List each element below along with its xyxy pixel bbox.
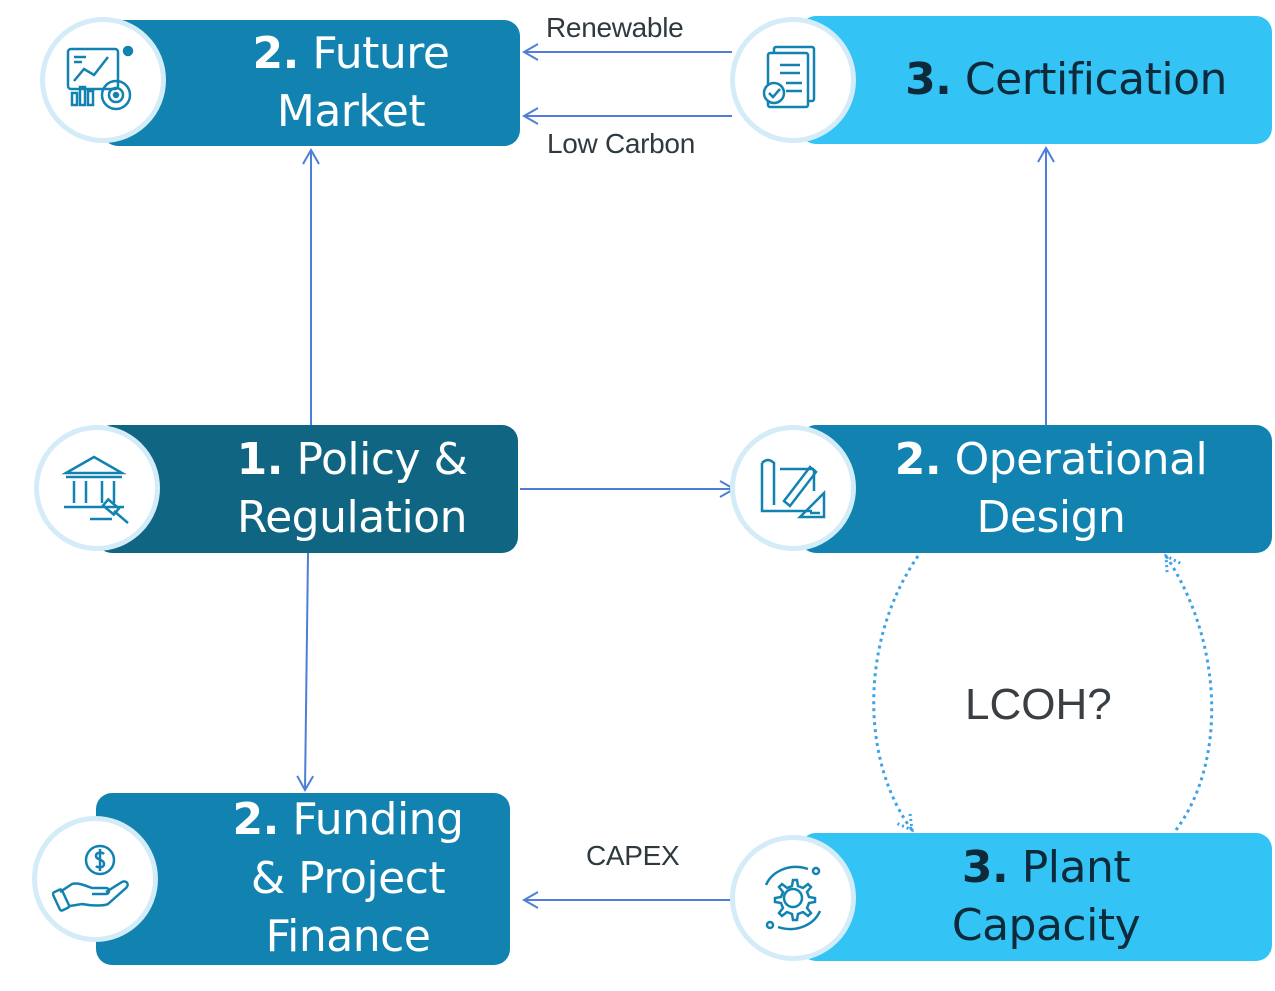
node-title: 2. Operational Design (895, 431, 1208, 547)
edge-policy-to-funding (296, 552, 315, 793)
node-number: 2. (232, 793, 280, 845)
design-blueprint-icon (730, 425, 856, 551)
node-title: 3. Certification (905, 51, 1227, 109)
loop-label-lcoh: LCOH? (965, 680, 1112, 729)
loop-operational-to-plant (872, 555, 918, 830)
node-title-line: Capacity (951, 900, 1141, 951)
node-title: 2. Future Market (253, 25, 450, 141)
market-chart-icon (40, 17, 166, 143)
node-title-line: Plant (1021, 841, 1131, 893)
node-plant-capacity: 3. Plant Capacity (800, 833, 1272, 961)
node-title: 2. Funding & Project Finance (232, 791, 465, 968)
node-certification: 3. Certification (800, 16, 1272, 144)
node-operational-design: 2. Operational Design (800, 425, 1272, 553)
certificate-document-icon (730, 17, 856, 143)
node-number: 2. (252, 27, 300, 79)
node-title-line: & Project (250, 852, 446, 904)
node-title-line: Policy & (296, 433, 468, 485)
node-number: 1. (236, 433, 284, 485)
node-number: 3. (905, 53, 952, 105)
node-title-line: Funding (292, 793, 464, 845)
edge-label-renewable: Renewable (546, 12, 684, 43)
node-title-line: Market (276, 86, 426, 137)
node-number: 2. (894, 433, 942, 485)
node-title-line: Finance (265, 911, 431, 963)
node-title-line: Regulation (237, 492, 467, 543)
loop-plant-to-operational (1166, 556, 1214, 831)
node-title: 3. Plant Capacity (951, 839, 1141, 955)
gear-cycle-icon (730, 835, 856, 961)
edge-label-low-carbon: Low Carbon (547, 128, 695, 159)
node-number: 3. (961, 841, 1009, 893)
money-hand-icon (32, 816, 158, 942)
node-title-line: Certification (964, 53, 1228, 105)
node-title-line: Design (976, 492, 1126, 543)
node-funding-finance: 2. Funding & Project Finance (96, 793, 510, 965)
node-title-line: Operational (954, 433, 1208, 485)
node-policy-regulation: 1. Policy & Regulation (96, 425, 518, 553)
node-title-line: Future (312, 27, 450, 79)
edge-label-capex: CAPEX (586, 840, 680, 871)
node-title: 1. Policy & Regulation (237, 431, 468, 547)
node-future-market: 2. Future Market (102, 20, 520, 146)
government-gavel-icon (34, 425, 160, 551)
